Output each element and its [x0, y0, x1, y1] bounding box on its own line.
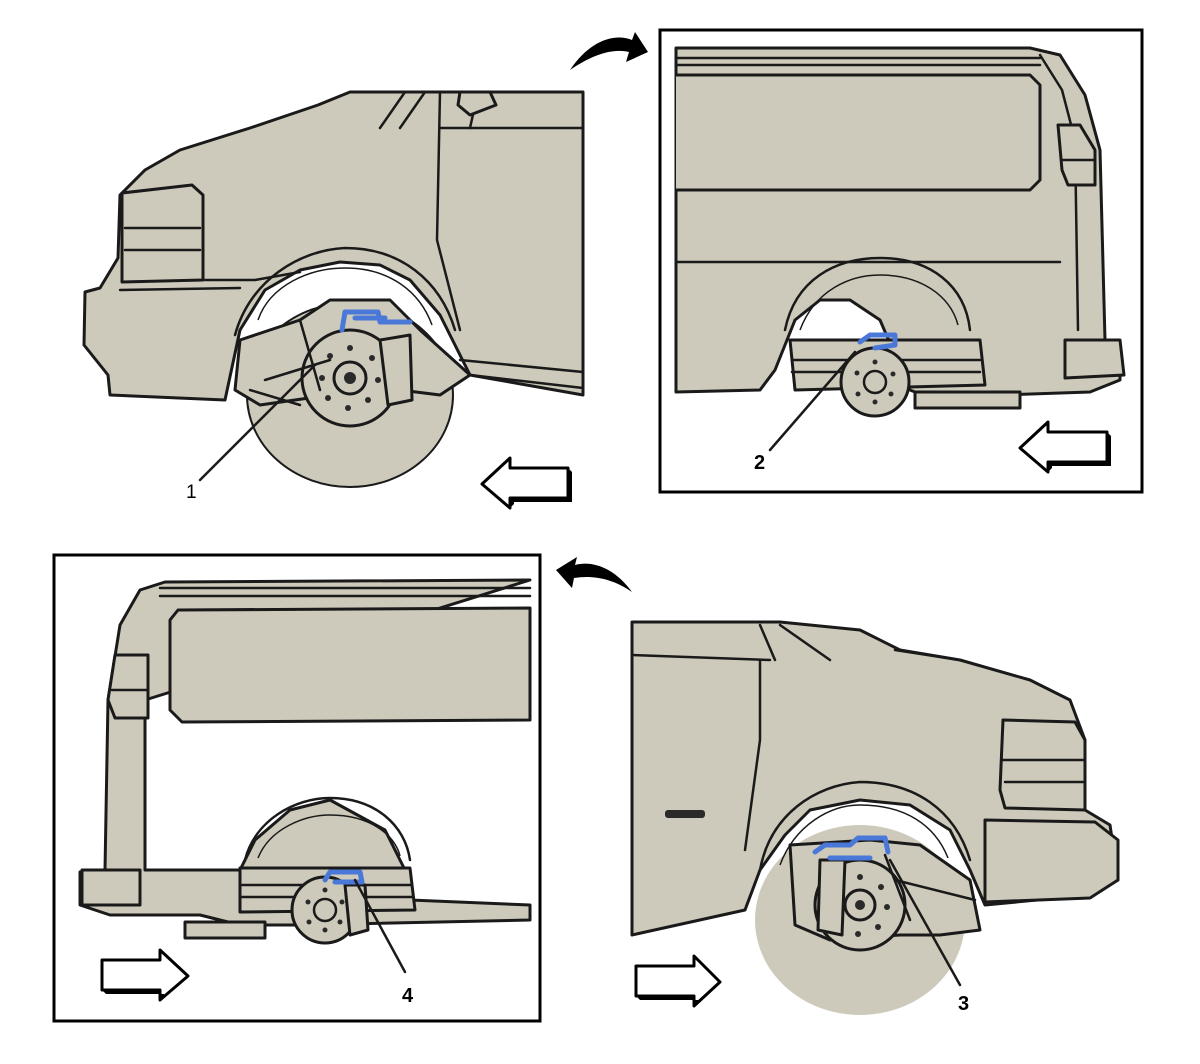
callout-2-label: 2: [754, 452, 765, 474]
view-rear-right: 4: [52, 553, 542, 1023]
view-front-left: 1: [82, 90, 585, 510]
callout-3-label: 3: [958, 993, 969, 1015]
rotation-arrow-top-icon: [570, 32, 648, 70]
callout-1-label: 1: [186, 482, 197, 503]
view-front-right: 3: [630, 620, 1120, 1015]
view-rear-left: 2: [658, 28, 1144, 494]
callout-4-label: 4: [402, 985, 414, 1007]
rotation-arrow-middle-icon: [556, 557, 632, 592]
